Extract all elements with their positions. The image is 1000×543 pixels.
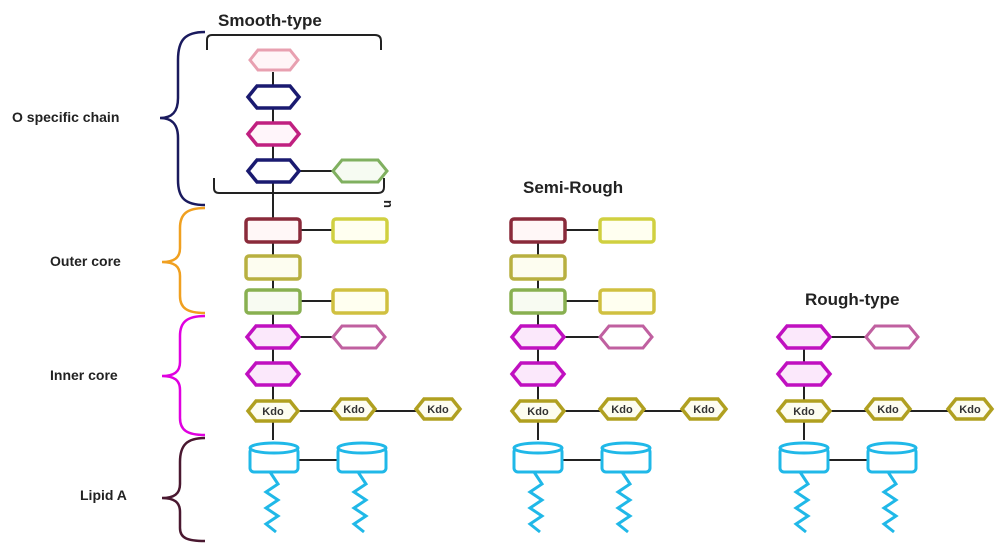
outer-core-sugar-yellow — [333, 219, 387, 242]
outer-core-sugar-olive — [246, 256, 300, 279]
heptose-hexagon — [512, 326, 564, 348]
heptose-hexagon — [778, 326, 830, 348]
lipid-a-label: Lipid A — [80, 487, 127, 503]
outer-core-sugar-maroon — [511, 219, 565, 242]
lipid-a-unit — [514, 443, 562, 532]
heptose-hexagon — [778, 363, 830, 385]
o-sugar-hexagon-green — [333, 160, 387, 182]
o-chain-label: O specific chain — [12, 109, 119, 125]
kdo-label: Kdo — [793, 406, 815, 418]
kdo-label: Kdo — [959, 404, 981, 416]
smooth-type-title: Smooth-type — [218, 11, 322, 30]
semi-rough-title: Semi-Rough — [523, 178, 623, 197]
o-sugar-hexagon-pink — [250, 50, 298, 70]
kdo-unit: Kdo — [682, 399, 726, 419]
kdo-unit: Kdo — [512, 401, 564, 421]
semi-rough-structure: Kdo Kdo Kdo — [511, 219, 726, 532]
outer-core-label: Outer core — [50, 253, 121, 269]
lipid-a-unit — [338, 443, 386, 532]
kdo-unit: Kdo — [600, 399, 644, 419]
heptose-hexagon-pale — [333, 326, 385, 348]
outer-core-brace — [162, 208, 205, 313]
outer-core-sugar-yellow — [600, 219, 654, 242]
o-chain-brace — [160, 32, 205, 205]
outer-core-sugar-maroon — [246, 219, 300, 242]
repeat-n-label: n — [381, 200, 396, 208]
kdo-label: Kdo — [693, 404, 715, 416]
rough-type-structure: Kdo Kdo Kdo — [778, 326, 992, 532]
outer-core-sugar-olive — [511, 256, 565, 279]
smooth-type-structure: n Kdo Kdo — [207, 35, 460, 532]
inner-core-label: Inner core — [50, 367, 118, 383]
kdo-unit: Kdo — [948, 399, 992, 419]
kdo-unit: Kdo — [866, 399, 910, 419]
kdo-label: Kdo — [527, 406, 549, 418]
o-sugar-hexagon-navy — [248, 160, 299, 182]
kdo-unit: Kdo — [333, 399, 375, 419]
kdo-label: Kdo — [611, 404, 633, 416]
o-sugar-hexagon-magenta — [248, 123, 299, 145]
lipid-a-unit — [602, 443, 650, 532]
heptose-hexagon-pale — [600, 326, 652, 348]
kdo-label: Kdo — [427, 404, 449, 416]
rough-type-title: Rough-type — [805, 290, 899, 309]
heptose-hexagon — [247, 363, 299, 385]
heptose-hexagon — [512, 363, 564, 385]
kdo-unit: Kdo — [248, 401, 298, 421]
kdo-label: Kdo — [877, 404, 899, 416]
heptose-hexagon-pale — [866, 326, 918, 348]
kdo-unit: Kdo — [778, 401, 830, 421]
lipid-a-brace — [162, 438, 205, 541]
lipid-a-unit — [250, 443, 298, 532]
outer-core-sugar-yellow — [600, 290, 654, 313]
lipid-a-unit — [780, 443, 828, 532]
outer-core-sugar-yellow — [333, 290, 387, 313]
o-sugar-hexagon-navy — [248, 86, 299, 108]
kdo-label: Kdo — [343, 404, 365, 416]
inner-core-brace — [162, 316, 205, 435]
outer-core-sugar-green — [511, 290, 565, 313]
repeat-bracket-top — [207, 35, 381, 50]
kdo-unit: Kdo — [416, 399, 460, 419]
outer-core-sugar-green — [246, 290, 300, 313]
lipid-a-unit — [868, 443, 916, 532]
kdo-label: Kdo — [262, 406, 284, 418]
heptose-hexagon — [247, 326, 299, 348]
